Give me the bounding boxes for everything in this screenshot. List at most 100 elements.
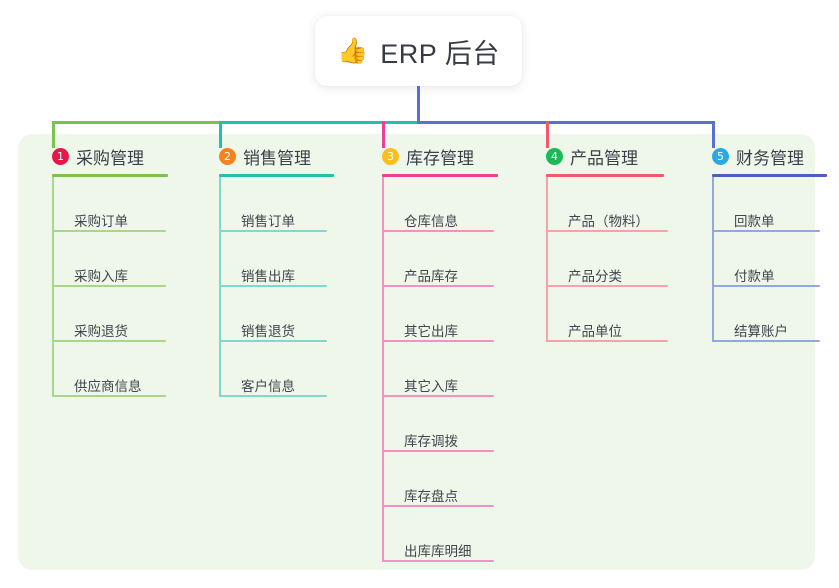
list-item-label: 供应商信息	[74, 379, 142, 394]
list-item-rule	[52, 230, 166, 232]
list-item-rule	[52, 395, 166, 397]
list-item[interactable]: 出库库明细	[382, 507, 494, 562]
column-spine-3	[382, 177, 384, 562]
root-node-content: 👍 ERP 后台	[337, 32, 500, 71]
drop-stub-4	[546, 121, 549, 148]
list-item-rule	[712, 230, 820, 232]
column-badge-5: 5	[712, 147, 729, 165]
list-item-rule	[219, 340, 327, 342]
drop-stub-1	[52, 121, 55, 148]
list-item-label: 其它出库	[404, 324, 458, 339]
list-item[interactable]: 销售出库	[219, 232, 327, 287]
column-rule-1	[52, 174, 168, 177]
list-item-label: 出库库明细	[404, 544, 472, 559]
list-item-label: 产品库存	[404, 269, 458, 284]
list-item[interactable]: 付款单	[712, 232, 820, 287]
drop-stub-5	[712, 121, 715, 148]
column-5: 5 财务管理回款单付款单结算账户	[690, 143, 827, 342]
content-panel	[18, 134, 815, 570]
list-item[interactable]: 采购入库	[52, 232, 166, 287]
column-spine-4	[546, 177, 548, 342]
list-item-rule	[382, 505, 494, 507]
column-badge-1: 1	[52, 147, 69, 165]
list-item[interactable]: 回款单	[712, 177, 820, 232]
list-item[interactable]: 产品（物料）	[546, 177, 668, 232]
column-title-4: 产品管理	[570, 148, 638, 168]
list-item-rule	[382, 560, 494, 562]
list-item-rule	[546, 340, 668, 342]
column-title-1: 采购管理	[76, 148, 144, 168]
root-node-card[interactable]: 👍 ERP 后台	[315, 16, 522, 86]
column-header-3[interactable]: 3 库存管理	[360, 143, 488, 169]
column-badge-2: 2	[219, 147, 236, 165]
list-item-rule	[52, 285, 166, 287]
bus-segment-right	[417, 121, 715, 124]
column-title-2: 销售管理	[243, 148, 311, 168]
list-item[interactable]: 供应商信息	[52, 342, 166, 397]
list-item-label: 销售退货	[241, 324, 295, 339]
list-item-label: 销售订单	[241, 214, 295, 229]
list-item-label: 库存调拨	[404, 434, 458, 449]
list-item-rule	[712, 340, 820, 342]
list-item[interactable]: 采购退货	[52, 287, 166, 342]
page-title: ERP 后台	[380, 38, 500, 69]
column-4: 4 产品管理产品（物料） 产品分类产品单位	[524, 143, 668, 342]
column-title-5: 财务管理	[736, 148, 804, 168]
list-item-label: 采购退货	[74, 324, 128, 339]
list-item[interactable]: 其它出库	[382, 287, 494, 342]
column-header-2[interactable]: 2 销售管理	[197, 143, 327, 169]
thumbs-up-emoji: 👍	[337, 36, 369, 65]
list-item[interactable]: 客户信息	[219, 342, 327, 397]
column-spine-2	[219, 177, 221, 397]
list-item-label: 客户信息	[241, 379, 295, 394]
column-items-4: 产品（物料） 产品分类产品单位	[546, 177, 668, 342]
list-item[interactable]: 结算账户	[712, 287, 820, 342]
column-items-3: 仓库信息产品库存其它出库其它入库库存调拨库存盘点出库库明细	[382, 177, 494, 562]
list-item-label: 回款单	[734, 214, 775, 229]
column-rule-4	[546, 174, 664, 177]
list-item-rule	[382, 340, 494, 342]
bus-segment-mid	[219, 121, 418, 124]
list-item[interactable]: 库存盘点	[382, 452, 494, 507]
list-item-rule	[382, 395, 494, 397]
list-item-label: 产品（物料）	[568, 214, 649, 229]
list-item-rule	[219, 395, 327, 397]
list-item-label: 库存盘点	[404, 489, 458, 504]
list-item[interactable]: 销售订单	[219, 177, 327, 232]
list-item[interactable]: 产品单位	[546, 287, 668, 342]
list-item-label: 结算账户	[734, 324, 788, 339]
list-item[interactable]: 仓库信息	[382, 177, 494, 232]
column-2: 2 销售管理销售订单销售出库销售退货客户信息	[197, 143, 334, 397]
column-title-3: 库存管理	[406, 148, 474, 168]
list-item-label: 付款单	[734, 269, 775, 284]
column-header-5[interactable]: 5 财务管理	[690, 143, 817, 169]
list-item[interactable]: 产品库存	[382, 232, 494, 287]
list-item[interactable]: 其它入库	[382, 342, 494, 397]
list-item[interactable]: 库存调拨	[382, 397, 494, 452]
list-item[interactable]: 采购订单	[52, 177, 166, 232]
list-item-rule	[382, 285, 494, 287]
column-header-4[interactable]: 4 产品管理	[524, 143, 657, 169]
list-item-label: 产品分类	[568, 269, 622, 284]
list-item-rule	[219, 285, 327, 287]
list-item[interactable]: 产品分类	[546, 232, 668, 287]
column-badge-4: 4	[546, 147, 563, 165]
drop-stub-2	[219, 121, 222, 148]
list-item-label: 采购订单	[74, 214, 128, 229]
column-items-2: 销售订单销售出库销售退货客户信息	[219, 177, 327, 397]
column-badge-3: 3	[382, 147, 399, 165]
list-item-label: 仓库信息	[404, 214, 458, 229]
column-spine-5	[712, 177, 714, 342]
list-item-rule	[382, 230, 494, 232]
column-header-1[interactable]: 1 采购管理	[30, 143, 180, 169]
list-item-rule	[546, 285, 668, 287]
list-item-label: 其它入库	[404, 379, 458, 394]
list-item-rule	[546, 230, 668, 232]
column-3: 3 库存管理仓库信息产品库存其它出库其它入库库存调拨库存盘点出库库明细	[360, 143, 498, 562]
column-spine-1	[52, 177, 54, 397]
list-item-rule	[712, 285, 820, 287]
list-item[interactable]: 销售退货	[219, 287, 327, 342]
list-item-label: 产品单位	[568, 324, 622, 339]
column-rule-5	[712, 174, 827, 177]
